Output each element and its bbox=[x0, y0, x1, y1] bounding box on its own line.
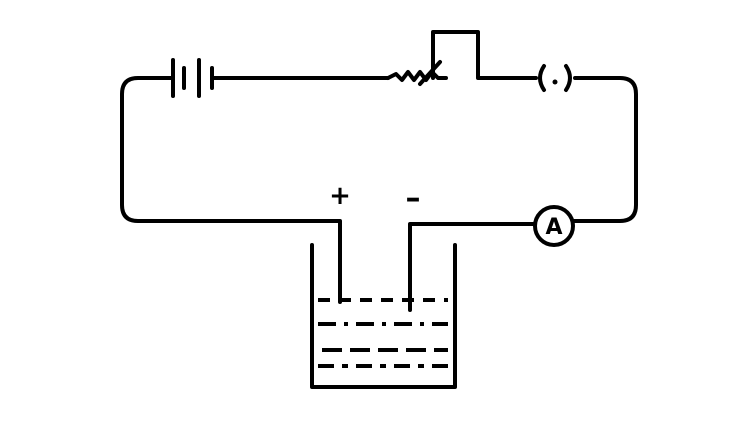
circuit-wire-main bbox=[120, 76, 342, 304]
plug-key: ( . ) bbox=[538, 64, 572, 92]
negative-terminal-label: – bbox=[406, 181, 421, 216]
circuit-wire-right bbox=[571, 76, 638, 223]
circuit-wire-bottom-right bbox=[408, 222, 537, 312]
battery-cell bbox=[171, 58, 214, 98]
ammeter-label: A bbox=[545, 215, 562, 240]
electrolyte-liquid bbox=[318, 298, 448, 368]
positive-terminal-label: + bbox=[329, 181, 351, 211]
circuit-wire-step bbox=[431, 30, 538, 80]
beaker bbox=[310, 243, 457, 389]
rheostat bbox=[386, 60, 448, 86]
ammeter: A bbox=[533, 205, 575, 247]
